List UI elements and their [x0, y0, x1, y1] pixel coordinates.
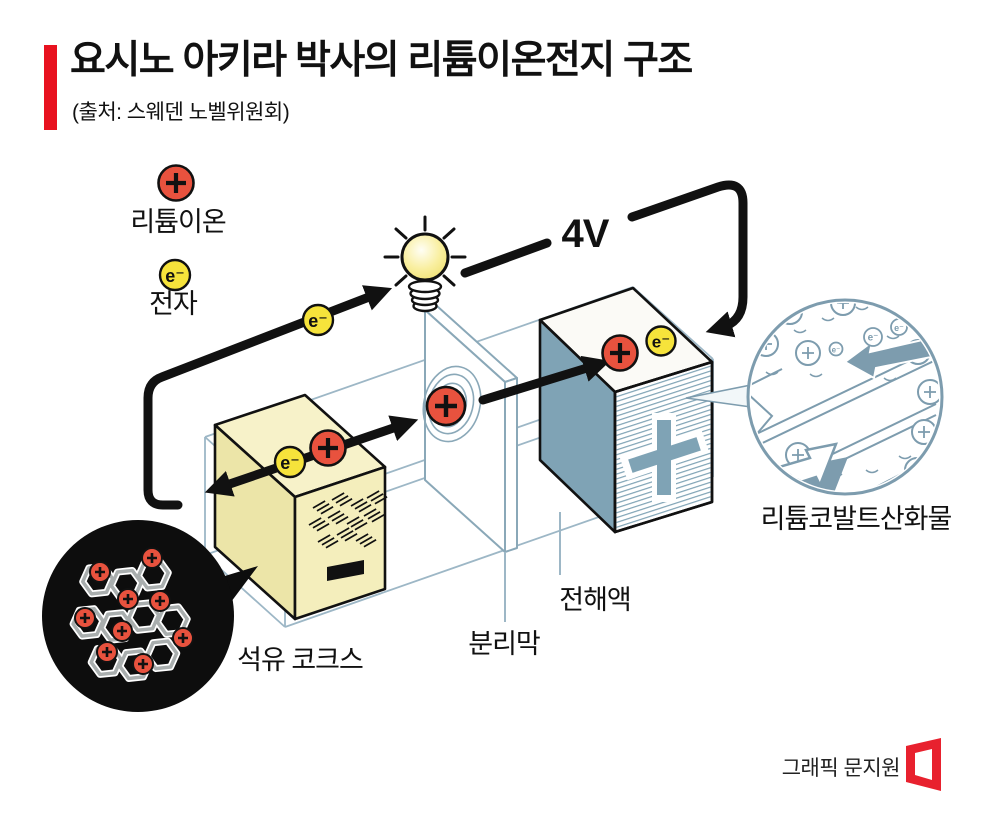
anode-hash-texture: [308, 490, 388, 549]
electrolyte-label: 전해액: [559, 585, 631, 615]
ion-to-cathode-arrow: [478, 355, 611, 405]
coke-lithium-ions: [74, 547, 194, 675]
separator-ion-badge: [425, 385, 467, 427]
svg-text:e⁻: e⁻: [308, 311, 328, 331]
svg-text:e⁻: e⁻: [280, 453, 300, 473]
source-caption: (출처: 스웨덴 노벨위원회): [72, 101, 290, 124]
coke-zoom-circle: [42, 520, 258, 712]
anode-label: 석유 코크스: [237, 645, 363, 675]
svg-text:e⁻: e⁻: [868, 333, 879, 344]
wire-electron-badge: e⁻: [301, 303, 335, 337]
ion-in-arrow-shadow: [774, 457, 848, 491]
page-title: 요시노 아키라 박사의 리튬이온전지 구조: [70, 39, 693, 82]
anode-lithium-ion-badge: [309, 429, 347, 467]
svg-text:e⁻: e⁻: [894, 323, 904, 333]
separator-label: 분리막: [468, 629, 540, 659]
voltage-label: 4V: [562, 212, 610, 256]
cathode-electron-badge: e⁻: [645, 325, 677, 357]
svg-text:e⁻: e⁻: [652, 333, 670, 352]
anode-electron-badge: e⁻: [273, 445, 307, 479]
svg-text:e⁻: e⁻: [165, 266, 185, 286]
publisher-logo: [906, 738, 941, 791]
cathode-lithium-ion-badge: [601, 334, 639, 372]
plus-terminal: [619, 413, 710, 502]
legend-lithium-ion-icon: [157, 164, 195, 202]
cathode-zoom-label: 리튬코발트산화물: [761, 504, 952, 534]
minus-terminal: [327, 560, 364, 581]
credit-text: 그래픽 문지원: [781, 757, 901, 780]
svg-text:e⁻: e⁻: [832, 346, 841, 355]
legend-lithium-ion-label: 리튬이온: [130, 207, 226, 237]
cobalt-zoom-circle: e⁻ e⁻ e⁻: [746, 298, 944, 496]
separator-slab: [424, 305, 518, 553]
cathode-cube: [538, 286, 714, 534]
title-accent-bar: [44, 45, 57, 130]
legend-electron-icon: e⁻: [158, 258, 192, 292]
circuit-wire: [143, 180, 748, 510]
label-leader-lines: [504, 512, 561, 622]
bulb-icon: [383, 215, 467, 313]
legend-electron-label: 전자: [149, 289, 198, 319]
